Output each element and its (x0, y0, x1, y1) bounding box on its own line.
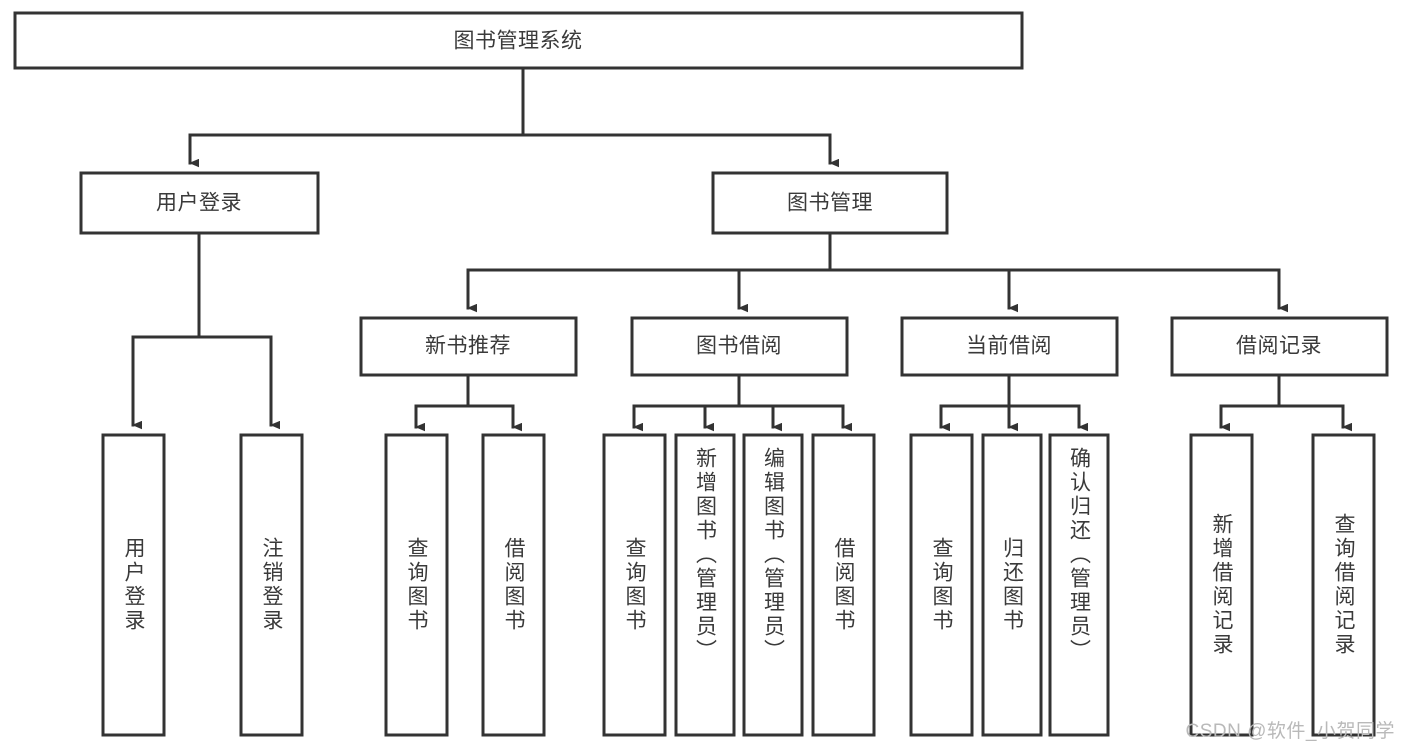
node-book-management-label: 图书管理 (787, 192, 873, 215)
node-new-book-recommend-box[interactable] (359, 316, 578, 377)
leaf-box-query-book-3[interactable] (909, 433, 974, 737)
node-new-book-recommend-label: 新书推荐 (425, 335, 511, 358)
node-root-box[interactable] (13, 11, 1024, 70)
leaf-box-borrow-book-1[interactable] (481, 433, 546, 737)
node-current-borrow[interactable]: 当前借阅 (900, 316, 1119, 377)
leaf-box-borrow-book-2[interactable] (811, 433, 876, 737)
node-user-login[interactable]: 用户登录 (79, 171, 320, 235)
node-user-login-label: 用户登录 (156, 192, 242, 215)
node-borrow-record[interactable]: 借阅记录 (1170, 316, 1389, 377)
leaf-box-query-book-2[interactable] (602, 433, 667, 737)
node-root-label: 图书管理系统 (454, 30, 583, 53)
leaf-box-confirm-return-admin[interactable] (1048, 433, 1110, 737)
node-borrow-record-label: 借阅记录 (1236, 335, 1322, 358)
leaf-box-return-book[interactable] (981, 433, 1043, 737)
node-book-borrow-box[interactable] (630, 316, 849, 377)
leaf-box-query-borrow-record[interactable] (1311, 433, 1376, 737)
node-current-borrow-box[interactable] (900, 316, 1119, 377)
leaf-box-logout[interactable] (239, 433, 304, 737)
watermark-text: CSDN @软件_小贺同学 (1185, 721, 1395, 742)
node-user-login-box[interactable] (79, 171, 320, 235)
node-root[interactable]: 图书管理系统 (13, 11, 1024, 70)
node-new-book-recommend[interactable]: 新书推荐 (359, 316, 578, 377)
leaf-box-add-borrow-record[interactable] (1189, 433, 1254, 737)
node-borrow-record-box[interactable] (1170, 316, 1389, 377)
leaf-box-add-book-admin[interactable] (674, 433, 736, 737)
node-current-borrow-label: 当前借阅 (966, 335, 1052, 358)
leaf-box-query-book-1[interactable] (384, 433, 449, 737)
leaf-box-user-login[interactable] (101, 433, 166, 737)
node-book-borrow[interactable]: 图书借阅 (630, 316, 849, 377)
leaf-box-edit-book-admin[interactable] (742, 433, 804, 737)
connectors (131, 66, 1352, 432)
node-book-management-box[interactable] (711, 171, 949, 235)
leaf-boxes (101, 433, 1376, 737)
node-book-borrow-label: 图书借阅 (696, 335, 782, 358)
node-book-management[interactable]: 图书管理 (711, 171, 949, 235)
